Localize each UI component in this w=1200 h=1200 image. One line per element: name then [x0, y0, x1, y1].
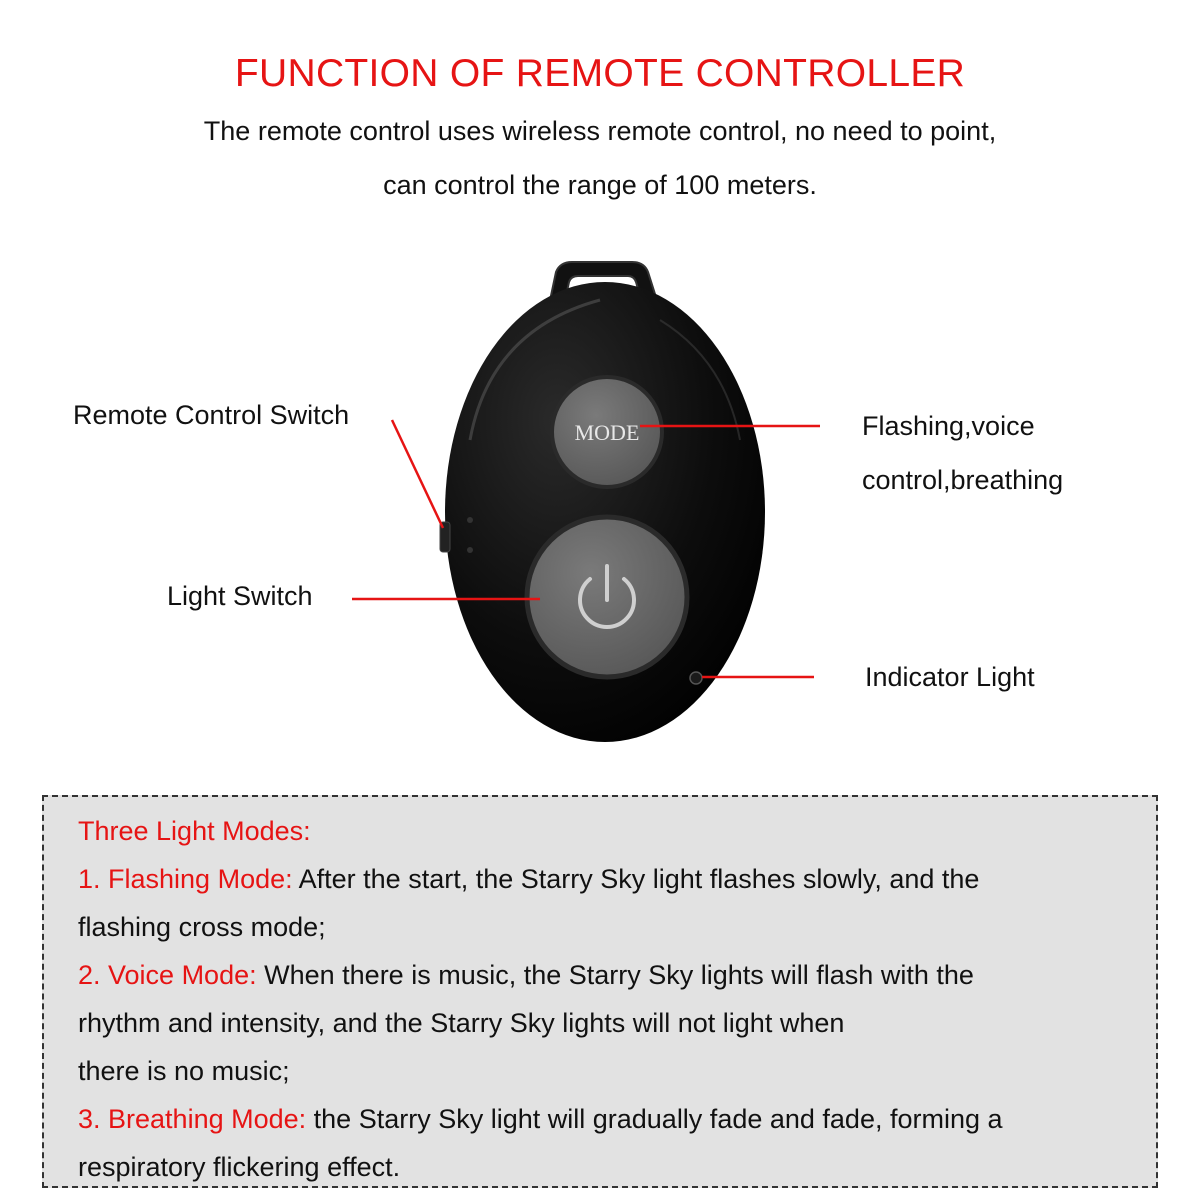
modes-heading: Three Light Modes:	[78, 816, 311, 846]
light-modes-panel: Three Light Modes: 1. Flashing Mode: Aft…	[42, 795, 1158, 1188]
callout-line-remote-switch	[390, 419, 445, 529]
subtitle-line-2: can control the range of 100 meters.	[383, 170, 817, 200]
breathing-mode-line-1: 3. Breathing Mode: the Starry Sky light …	[78, 1095, 1122, 1143]
flashing-mode-label: 1. Flashing Mode:	[78, 864, 293, 894]
label-mode-functions-line-2: control,breathing	[862, 465, 1064, 495]
flashing-mode-line-1: 1. Flashing Mode: After the start, the S…	[78, 855, 1122, 903]
page-title: FUNCTION OF REMOTE CONTROLLER	[234, 52, 966, 95]
light-modes-text: Three Light Modes: 1. Flashing Mode: Aft…	[78, 807, 1122, 1191]
subtitle-line-1: The remote control uses wireless remote …	[203, 116, 997, 146]
side-switch	[439, 521, 451, 553]
voice-mode-text-1: When there is music, the Starry Sky ligh…	[256, 960, 974, 990]
voice-mode-text-2: rhythm and intensity, and the Starry Sky…	[78, 1008, 845, 1038]
breathing-mode-text-2: respiratory flickering effect.	[78, 1152, 401, 1182]
flashing-mode-text-1: After the start, the Starry Sky light fl…	[292, 864, 980, 894]
voice-mode-label: 2. Voice Mode:	[78, 960, 257, 990]
remote-controller-illustration: MODE	[352, 261, 820, 742]
voice-mode-line-1: 2. Voice Mode: When there is music, the …	[78, 951, 1122, 999]
indicator-light	[689, 671, 703, 685]
label-indicator-light: Indicator Light	[865, 662, 1035, 692]
mode-button-label: MODE	[575, 420, 640, 445]
mode-button	[550, 375, 664, 489]
label-mode-functions-line-1: Flashing,voice	[862, 411, 1035, 441]
label-remote-control-switch: Remote Control Switch	[73, 400, 350, 430]
breathing-mode-label: 3. Breathing Mode:	[78, 1104, 307, 1134]
breathing-mode-text-1: the Starry Sky light will gradually fade…	[306, 1104, 1003, 1134]
power-icon	[578, 564, 636, 629]
flashing-mode-text-2: flashing cross mode;	[78, 912, 326, 942]
label-light-switch: Light Switch	[167, 581, 313, 611]
voice-mode-text-3: there is no music;	[78, 1056, 290, 1086]
remote-body	[445, 282, 765, 742]
